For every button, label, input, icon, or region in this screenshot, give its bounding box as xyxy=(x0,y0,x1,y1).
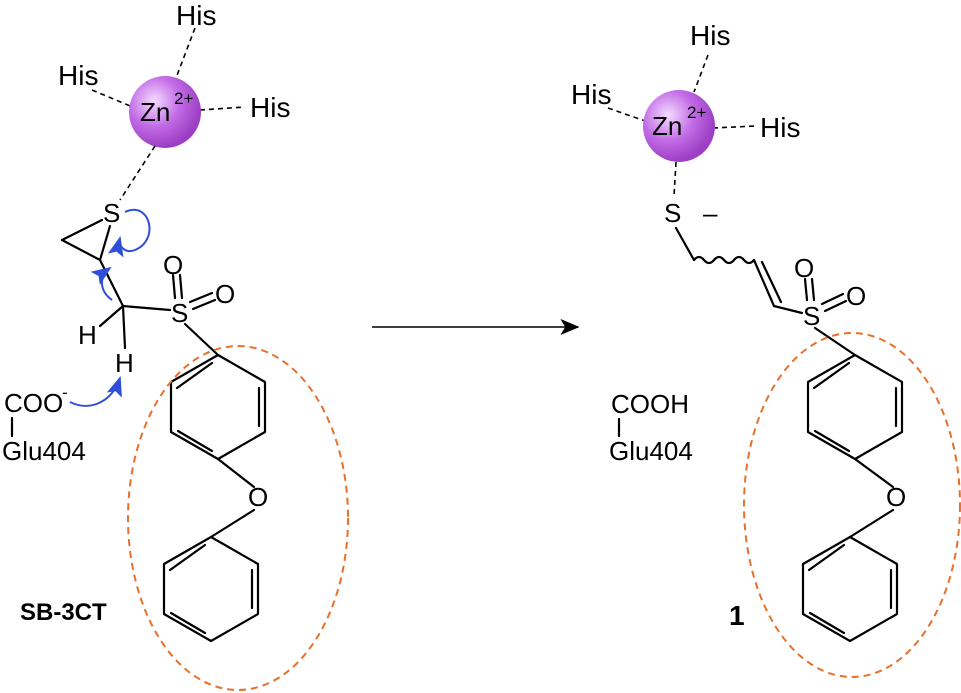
phenyl-lower-double-2 xyxy=(169,611,207,635)
aryl-ether-bond-product xyxy=(853,457,895,489)
zn-his-top-coordination xyxy=(175,27,196,79)
so-bond-1b-product xyxy=(810,277,816,302)
s-ch2-bond xyxy=(674,226,696,262)
zn-his-left-coordination-product xyxy=(607,107,649,123)
thiolate-sulfur: S xyxy=(664,198,681,228)
thiirane-bond-ch2-ch xyxy=(60,238,102,262)
his-left-label: His xyxy=(58,60,98,91)
sulfonyl-oxygen-1-product: O xyxy=(794,253,814,283)
phenyl-upper-double-2 xyxy=(176,429,214,453)
zn-his-right-coordination-product xyxy=(712,125,757,129)
aryl-ether-bond xyxy=(216,457,256,489)
electron-arrow-ring-opening xyxy=(107,208,151,258)
product-compound-label: 1 xyxy=(729,600,745,631)
sulfonyl-aryl-bond-product xyxy=(813,326,857,357)
thiirane-bond-ch-s xyxy=(98,224,112,262)
so-bond-2a-product xyxy=(820,292,845,306)
phenyl-upper-double-3 xyxy=(175,361,214,390)
phenyl-upper-double-2-product xyxy=(813,429,851,453)
alkene-double-bond xyxy=(760,260,783,304)
alkene-bond xyxy=(752,258,776,308)
zn-his-left-coordination xyxy=(91,89,136,109)
phenyl-ring-lower-product xyxy=(801,535,899,643)
so-bond-1b xyxy=(178,273,184,300)
his-top-label-product: His xyxy=(690,20,730,51)
wavy-bond xyxy=(692,255,756,265)
s1-pocket-outline-product xyxy=(743,332,961,678)
hydrogen-1: H xyxy=(78,320,97,350)
phenyl-lower-double-2-product xyxy=(808,611,846,635)
so-bond-1a xyxy=(171,273,177,300)
zn-s-coordination xyxy=(119,145,156,201)
ether-phenyl-bond-product xyxy=(848,508,895,539)
zn-his-top-coordination-product xyxy=(693,54,709,93)
bond-ch2-h2 xyxy=(121,304,127,350)
so-bond-2b xyxy=(191,298,217,311)
carboxylate-label: COO xyxy=(4,388,63,418)
hydrogen-2: H xyxy=(115,348,134,378)
his-left-label-product: His xyxy=(571,79,611,110)
his-right-label-product: His xyxy=(760,112,800,143)
zn-s-coordination-product xyxy=(673,161,677,197)
his-top-label: His xyxy=(176,0,216,31)
carboxylate-charge: - xyxy=(62,383,68,402)
zinc-ion-sphere xyxy=(129,76,201,148)
phenyl-ring-upper-product xyxy=(806,353,904,461)
zinc-label-product: Zn xyxy=(652,111,682,141)
thiirane-sulfur: S xyxy=(103,198,120,228)
sulfonyl-sulfur: S xyxy=(171,298,188,328)
so-bond-2a xyxy=(188,291,214,304)
zn-his-right-coordination xyxy=(199,106,246,111)
ether-oxygen: O xyxy=(248,482,268,512)
zinc-charge: 2+ xyxy=(174,89,193,108)
his-right-label: His xyxy=(250,92,290,123)
ether-oxygen-product: O xyxy=(886,482,906,512)
phenyl-upper-double-3-product xyxy=(812,361,851,390)
ether-phenyl-bond xyxy=(209,508,256,539)
phenyl-lower-double-3 xyxy=(168,543,207,572)
phenyl-ring-upper xyxy=(169,353,267,461)
zinc-charge-product: 2+ xyxy=(687,103,706,122)
sulfonyl-oxygen-2-product: O xyxy=(846,281,866,311)
bond-ch2-sulfonyl xyxy=(121,304,172,312)
zinc-label: Zn xyxy=(140,97,170,127)
electron-arrow-ch-to-cc xyxy=(90,266,113,301)
zinc-ion-sphere-product xyxy=(643,90,715,162)
glu404-label: Glu404 xyxy=(2,436,86,466)
so-bond-1a-product xyxy=(803,277,809,302)
sulfonyl-sulfur-product: S xyxy=(803,301,820,331)
vinyl-sulfonyl-bond xyxy=(772,304,804,315)
reactant-structure: Zn 2+ His His His S H H S O O O xyxy=(2,0,349,691)
so-bond-2b-product xyxy=(823,299,848,313)
sulfonyl-aryl-bond xyxy=(183,322,220,357)
thiolate-charge: – xyxy=(703,198,718,228)
glu404-label-product: Glu404 xyxy=(609,436,693,466)
sulfonyl-oxygen-1: O xyxy=(163,250,183,280)
carboxylic-acid-label: COOH xyxy=(611,389,689,419)
s1-pocket-outline xyxy=(127,345,349,691)
thiirane-bond-ch2-s xyxy=(60,218,104,242)
sulfonyl-oxygen-2: O xyxy=(215,279,235,309)
reactant-compound-label: SB-3CT xyxy=(20,599,107,626)
phenyl-ring-lower xyxy=(162,535,260,643)
phenyl-lower-double-3-product xyxy=(807,543,846,572)
bond-ch2-h1 xyxy=(98,304,125,328)
electron-arrow-base-to-h xyxy=(69,376,122,407)
product-structure: Zn 2+ His His His S – S O O O COOH Glu xyxy=(571,20,961,678)
